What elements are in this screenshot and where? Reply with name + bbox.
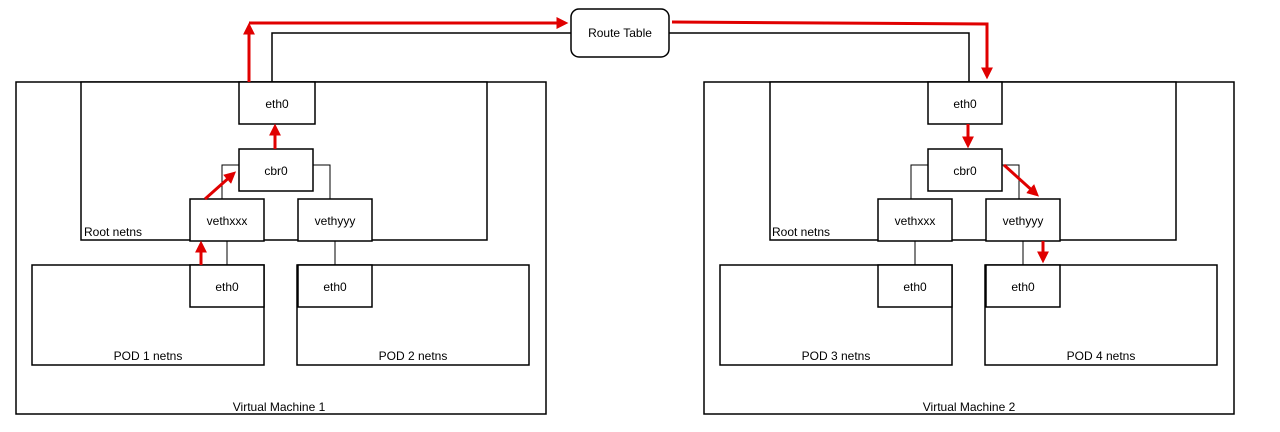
vm2-vethxxx-label: vethxxx [895,214,936,228]
vm1-cbr0-vethyyy-link [313,164,331,199]
vm2-pod4-eth0-label: eth0 [1011,280,1035,294]
vm2-cbr0-vethyyy-link [1002,164,1020,199]
route-table-label: Route Table [588,26,652,40]
vm1-pod2-eth0-label: eth0 [323,280,347,294]
flow-arrow-vethxxx-to-cbr0 [204,171,237,201]
vm1-cbr0-vethxxx-link [221,164,239,199]
vm1-pod1-label: POD 1 netns [114,349,183,363]
vm1-eth0-label: eth0 [265,97,289,111]
vm2-cbr0-vethxxx-link [910,164,928,199]
flow-arrow-cbr0-to-vethyyy [1002,163,1040,197]
vm1: eth0 cbr0 vethxxx vethyyy eth0 eth0 Root… [15,81,547,415]
vm2-pod4-label: POD 4 netns [1067,349,1136,363]
vm1-pod2-label: POD 2 netns [379,349,448,363]
vm1-pod2-eth0-box [297,264,373,308]
vm2-eth0-box [927,81,1003,125]
vm2: eth0 cbr0 vethxxx vethyyy eth0 eth0 Root… [703,81,1235,415]
vm2-cbr0-box [927,148,1003,192]
vm2-pod4-eth0-box [985,264,1061,308]
vm1-cbr0-label: cbr0 [264,164,288,178]
vm2-route-table-wire [669,32,970,82]
vm1-pod1-eth0-label: eth0 [215,280,239,294]
vm2-pod3-label: POD 3 netns [802,349,871,363]
vm1-label: Virtual Machine 1 [233,400,326,414]
vm2-vethyyy-label: vethyyy [1003,214,1044,228]
vm2-root-netns-label: Root netns [772,225,830,239]
vm2-pod3-eth0-label: eth0 [903,280,927,294]
vm2-vethxxx-box [877,198,953,242]
vm2-label: Virtual Machine 2 [923,400,1016,414]
vm1-cbr0-box [238,148,314,192]
vm2-pod3-eth0-box [877,264,953,308]
vm1-vethxxx-box [189,198,265,242]
vm1-vethyyy-label: vethyyy [315,214,356,228]
packet-flow-path [195,17,1049,265]
vm1-pod1-eth0-box [189,264,265,308]
flow-arrow-route-table-to-vm2 [671,20,993,80]
route-table-box [570,8,670,58]
vm1-eth0-box [238,81,316,125]
vm1-vethyyy-box [297,198,373,242]
vm2-cbr0-label: cbr0 [953,164,977,178]
vm1-route-table-wire [271,32,571,82]
vm1-vethxxx-label: vethxxx [207,214,248,228]
vm1-root-netns-label: Root netns [84,225,142,239]
vm2-vethyyy-box [985,198,1061,242]
vm2-eth0-label: eth0 [953,97,977,111]
